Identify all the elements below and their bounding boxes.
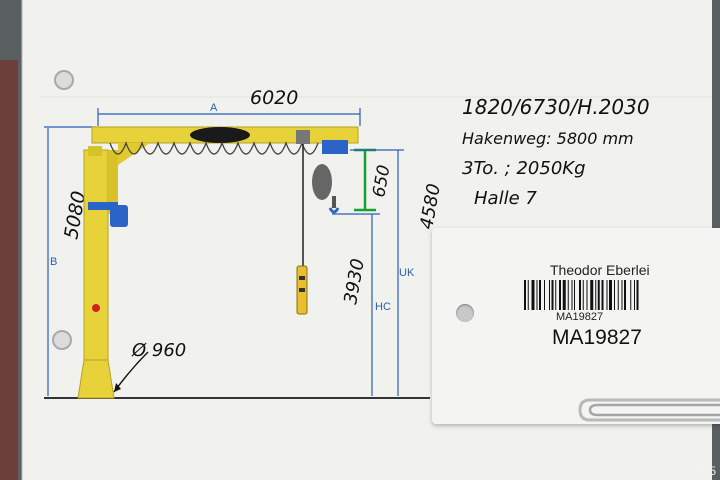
punch-hole-bottom <box>52 330 72 350</box>
note-line-4: Halle 7 <box>474 188 537 209</box>
barcode <box>524 280 639 310</box>
barcode-bar <box>597 280 600 310</box>
dim-uk-label: UK <box>399 267 415 279</box>
dim-b-label: B <box>50 256 57 268</box>
barcode-bar <box>574 280 575 310</box>
barcode-bar <box>614 280 615 310</box>
tag-code-large: MA19827 <box>552 326 642 349</box>
dim-hc-label: HC <box>375 301 391 313</box>
punch-hole-top <box>54 70 74 90</box>
barcode-bar <box>624 280 626 310</box>
barcode-bar <box>549 280 550 310</box>
dimension-hc <box>332 213 380 396</box>
slew-drive <box>88 202 128 227</box>
barcode-bar <box>555 280 557 310</box>
barcode-bar <box>606 280 608 310</box>
inventory-tag: Theodor Eberlei MA19827 MA19827 <box>432 228 720 424</box>
barcode-bar <box>634 280 635 310</box>
barcode-bar <box>544 280 545 310</box>
dim-a-value: 6020 <box>250 87 298 109</box>
tag-code-small: MA19827 <box>556 311 604 323</box>
dimension-a <box>97 108 361 126</box>
barcode-bar <box>590 280 594 310</box>
diameter-value: Ø 960 <box>131 340 186 361</box>
tag-owner-name: Theodor Eberlei <box>550 262 650 278</box>
barcode-bar <box>617 280 619 310</box>
barcode-bar <box>527 280 529 310</box>
barcode-bar <box>609 280 612 310</box>
barcode-bar <box>524 280 526 310</box>
barcode-bar <box>539 280 541 310</box>
note-line-2: Hakenweg: 5800 mm <box>462 129 634 148</box>
barcode-bar <box>536 280 538 310</box>
note-line-1: 1820/6730/H.2030 <box>462 95 650 119</box>
barcode-bar <box>531 280 535 310</box>
dimension-b <box>44 126 96 396</box>
watermark-id: 41227-20709025 <box>625 464 716 478</box>
note-line-3: 3To. ; 2050Kg <box>462 158 586 179</box>
barcode-bar <box>559 280 561 310</box>
barcode-bar <box>567 280 569 310</box>
barcode-bar <box>636 280 639 310</box>
dim-a-label: A <box>210 102 218 114</box>
pendant-control <box>296 144 308 315</box>
barcode-bar <box>586 280 588 310</box>
barcode-bar <box>595 280 597 310</box>
crane-column <box>77 146 118 399</box>
festoon-cable <box>109 141 319 155</box>
paper-clip-icon <box>578 398 720 422</box>
barcode-bar <box>571 280 573 310</box>
electric-hoist <box>296 130 348 214</box>
barcode-bar <box>579 280 581 310</box>
barcode-bar <box>601 280 604 310</box>
barcode-bar <box>582 280 584 310</box>
jib-boom <box>91 126 359 165</box>
barcode-bar <box>551 280 554 310</box>
barcode-bar <box>562 280 566 310</box>
dimension-uk <box>350 149 404 396</box>
barcode-bar <box>621 280 623 310</box>
tag-hole <box>456 304 474 322</box>
barcode-bar <box>630 280 632 310</box>
